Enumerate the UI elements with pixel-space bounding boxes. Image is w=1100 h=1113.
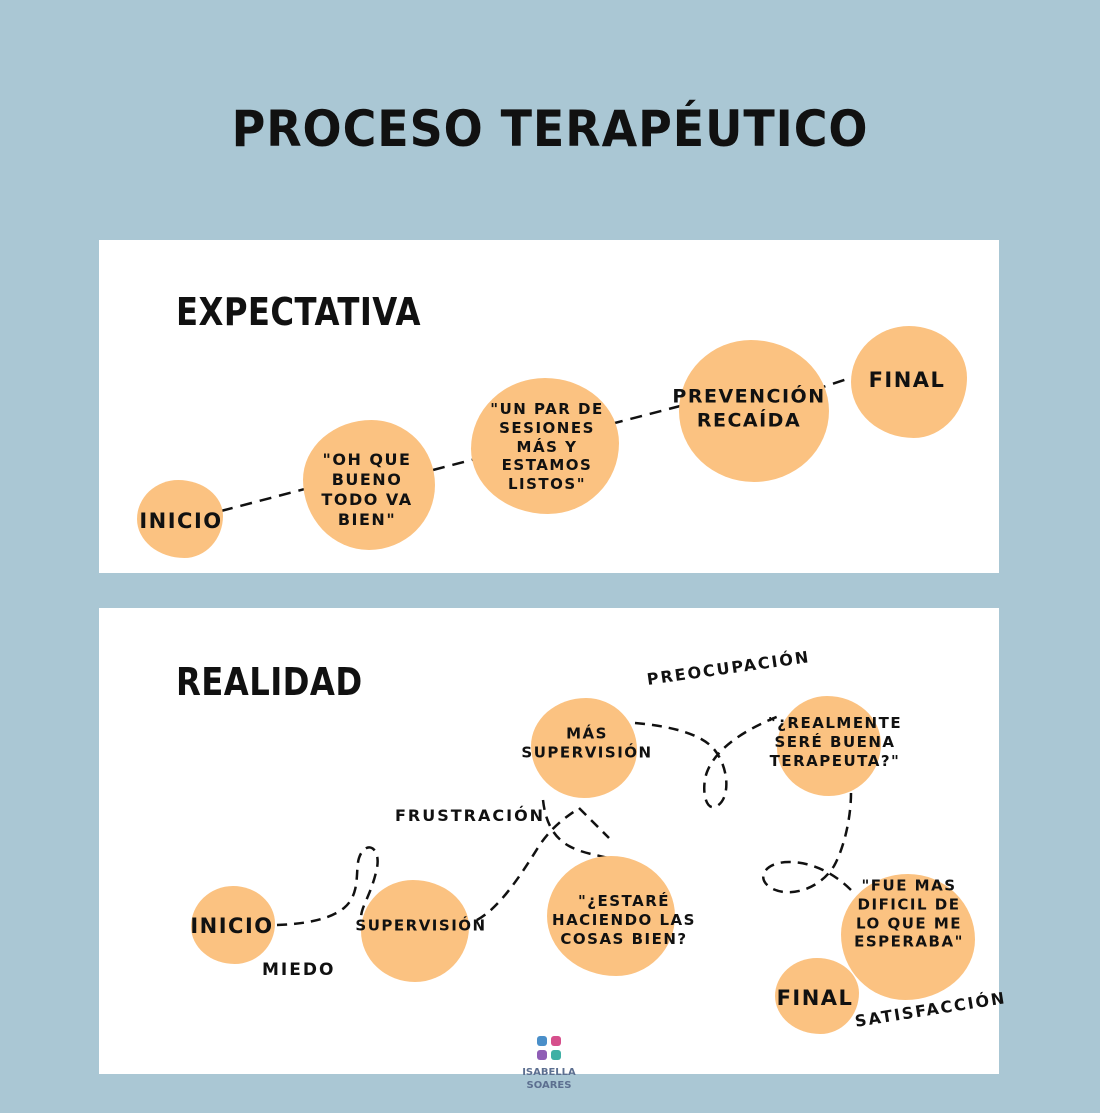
step-inicio-label: INICIO (190, 913, 274, 938)
brand-logo: ISABELLA SOARES (516, 1035, 582, 1091)
page-title: PROCESO TERAPÉUTICO (231, 100, 869, 158)
step-blob (471, 378, 619, 514)
step-fue-mas-dificil-label: "FUE MAS DIFICIL DE LO QUE ME ESPERABA" (854, 876, 964, 951)
logo-mark-icon (537, 1036, 561, 1060)
step-blob (679, 340, 829, 482)
expectativa-heading: EXPECTATIVA (176, 290, 421, 334)
step-blob (361, 880, 469, 982)
step-estare-haciendo-label: "¿ESTARÉ HACIENDO LAS COSAS BIEN? (552, 891, 696, 948)
realidad-heading: REALIDAD (176, 660, 363, 704)
emotion-frustracion: FRUSTRACIÓN (395, 806, 546, 825)
realidad-panel: REALIDAD INICIO SUPERVISIÓN MÁS SUPERVIS… (99, 608, 1008, 1074)
step-blob (303, 420, 435, 550)
step-inicio-label: INICIO (139, 508, 223, 533)
step-final-label: FINAL (868, 367, 946, 392)
step-mas-supervision-label: MÁS SUPERVISIÓN (521, 724, 653, 761)
step-blob (841, 874, 975, 1000)
expectativa-path (220, 373, 860, 513)
step-blob (851, 326, 967, 438)
logo-name-line2: SOARES (526, 1080, 572, 1091)
step-sesiones-label: "UN PAR DE SESIONES MÁS Y ESTAMOS LISTOS… (490, 400, 604, 494)
step-buena-terapeuta-label: "¿REALMENTE SERÉ BUENA TERAPEUTA?" (767, 713, 903, 770)
step-blob (777, 696, 881, 796)
emotion-miedo: MIEDO (262, 960, 336, 980)
step-blob (775, 958, 859, 1034)
expectativa-panel: EXPECTATIVA INICIO "OH QUE BUENO TODO VA… (99, 240, 999, 573)
step-supervision-label: SUPERVISIÓN (355, 916, 487, 935)
step-todo-va-bien-label: "OH QUE BUENO TODO VA BIEN" (321, 450, 413, 529)
step-prevencion-label: PREVENCIÓN RECAÍDA (672, 385, 826, 431)
step-final-label: FINAL (776, 985, 854, 1010)
step-blob (191, 886, 275, 964)
step-blob (531, 698, 637, 798)
logo-name-line1: ISABELLA (522, 1067, 576, 1078)
step-blob (137, 480, 223, 558)
step-blob (547, 856, 675, 976)
